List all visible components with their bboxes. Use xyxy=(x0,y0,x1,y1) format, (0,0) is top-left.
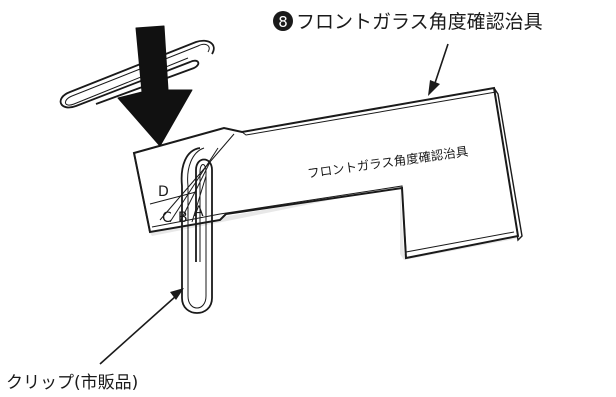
tool-bevel-line xyxy=(151,185,515,253)
tool-callout-arrow xyxy=(428,43,449,96)
paper-clip-attached xyxy=(180,147,213,314)
tool-callout: 8 フロントガラス角度確認治具 xyxy=(273,11,543,33)
number-marker-text: 8 xyxy=(278,13,288,31)
insert-direction-arrow xyxy=(117,25,193,147)
angle-mark-d: D xyxy=(158,184,169,200)
angle-gauge-tool: D C B A フロントガラス角度確認治具 xyxy=(132,86,523,260)
tool-callout-label: フロントガラス角度確認治具 xyxy=(296,11,543,33)
angle-guide-lines xyxy=(149,133,235,223)
angle-mark-a: A xyxy=(194,204,204,220)
tool-top-bevel xyxy=(241,91,497,136)
paper-clip-loose xyxy=(59,39,215,109)
number-marker xyxy=(273,11,293,31)
clip-callout-label: クリップ(市販品) xyxy=(6,373,138,393)
tool-corner-notch xyxy=(133,152,151,233)
angle-mark-c: C xyxy=(162,210,172,226)
clip-callout-arrow xyxy=(99,288,184,365)
